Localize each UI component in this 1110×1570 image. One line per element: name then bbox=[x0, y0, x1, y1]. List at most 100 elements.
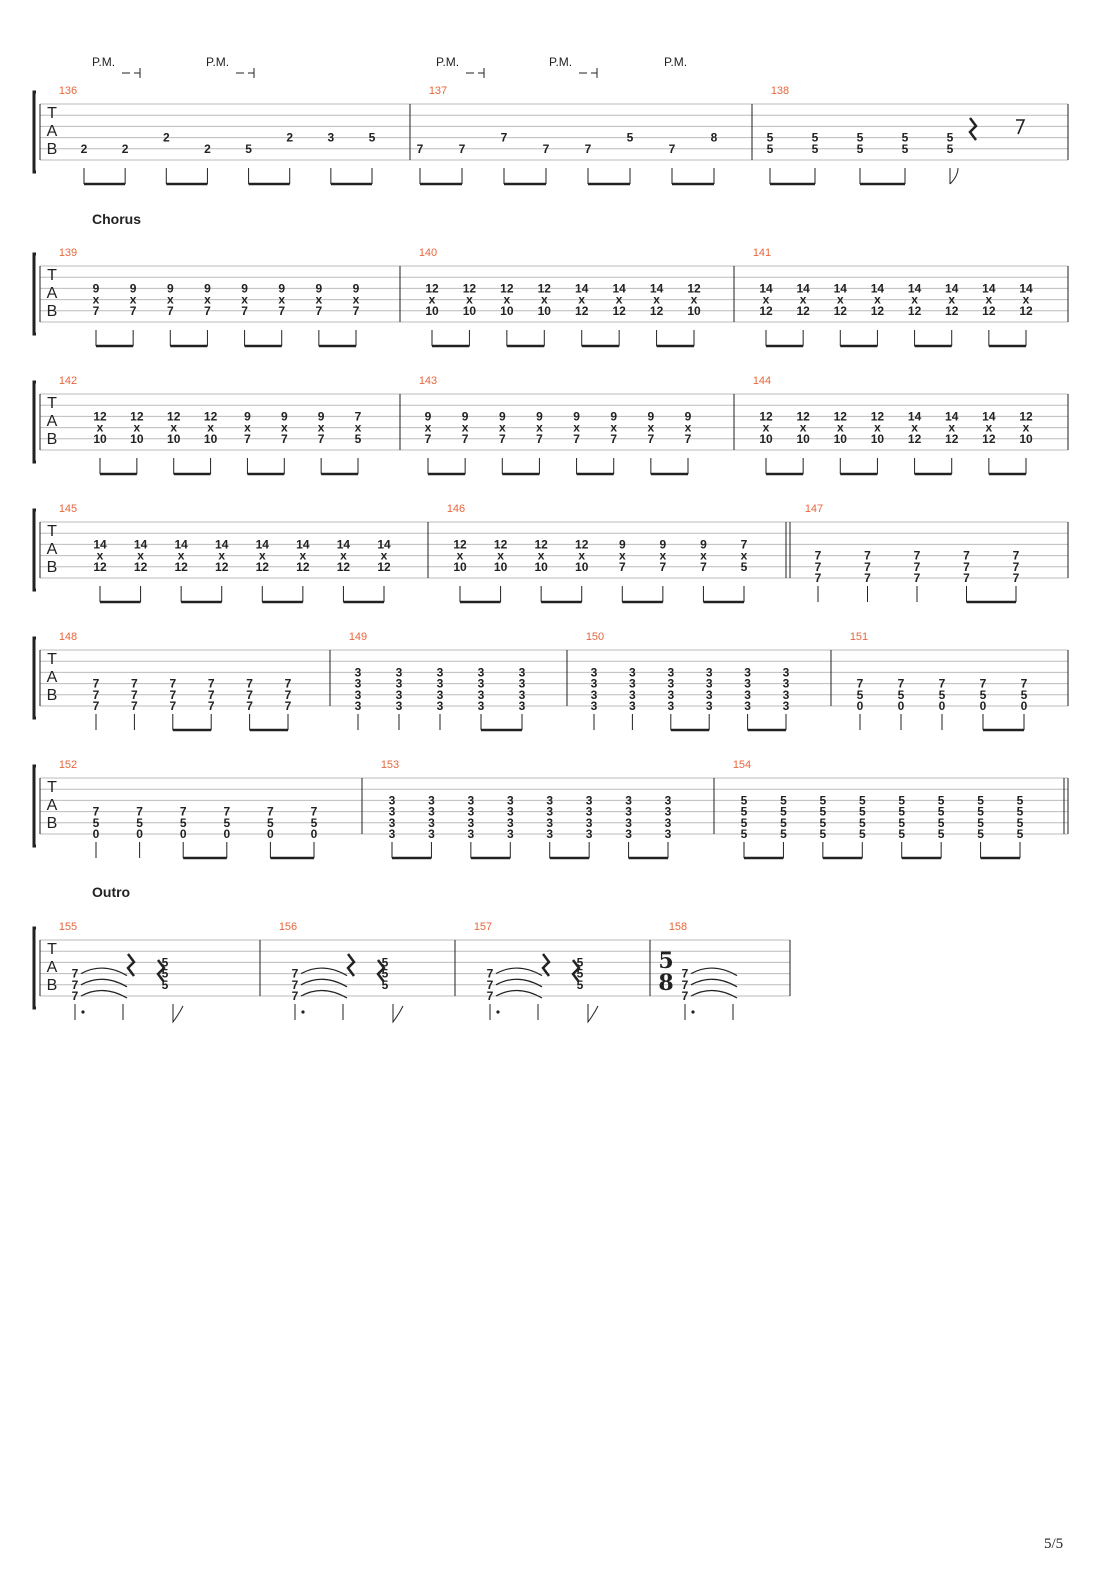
fret-number: 3 bbox=[507, 827, 514, 841]
fret-number: 14 bbox=[871, 281, 885, 295]
fret-number: 5 bbox=[741, 805, 748, 819]
measure-number: 141 bbox=[753, 247, 771, 259]
fret-number: 12 bbox=[538, 281, 552, 295]
fret-number: 9 bbox=[318, 409, 325, 423]
fret-number: 7 bbox=[72, 967, 79, 981]
quarter-rest bbox=[968, 117, 978, 141]
fret-number: 5 bbox=[902, 142, 909, 156]
dead-note: x bbox=[429, 293, 436, 307]
tab-clef-letter: T bbox=[47, 779, 57, 796]
measure-number: 153 bbox=[381, 759, 399, 771]
fret-number: 0 bbox=[857, 699, 864, 713]
measure-number: 137 bbox=[429, 85, 447, 97]
fret-number: 14 bbox=[93, 537, 107, 551]
measure-number: 136 bbox=[59, 85, 77, 97]
fret-number: 14 bbox=[908, 409, 922, 423]
fret-number: 3 bbox=[396, 677, 403, 691]
fret-number: 5 bbox=[162, 967, 169, 981]
fret-number: 5 bbox=[859, 805, 866, 819]
fret-number: 7 bbox=[292, 989, 299, 1003]
fret-number: 14 bbox=[650, 281, 664, 295]
fret-number: 7 bbox=[963, 571, 970, 585]
fret-number: 12 bbox=[215, 560, 229, 574]
fret-number: 10 bbox=[834, 432, 848, 446]
tie-arc bbox=[300, 989, 348, 999]
fret-number: 3 bbox=[591, 699, 598, 713]
fret-number: 3 bbox=[625, 827, 632, 841]
fret-number: 12 bbox=[500, 281, 514, 295]
dead-note: x bbox=[1023, 293, 1030, 307]
dead-note: x bbox=[763, 293, 770, 307]
fret-number: 3 bbox=[591, 677, 598, 691]
fret-number: 12 bbox=[759, 304, 773, 318]
dead-note: x bbox=[948, 421, 955, 435]
tab-clef-letter: A bbox=[47, 669, 58, 686]
fret-number: 3 bbox=[667, 665, 674, 679]
fret-number: 12 bbox=[453, 537, 467, 551]
fret-number: 14 bbox=[612, 281, 626, 295]
fret-number: 14 bbox=[377, 537, 391, 551]
measure-number: 138 bbox=[771, 85, 789, 97]
dead-note: x bbox=[167, 293, 174, 307]
dot bbox=[496, 1010, 500, 1014]
dead-note: x bbox=[578, 293, 585, 307]
fret-number: 12 bbox=[687, 281, 701, 295]
fret-number: 3 bbox=[706, 699, 713, 713]
fret-number: 7 bbox=[318, 432, 325, 446]
dot bbox=[81, 1010, 85, 1014]
fret-number: 7 bbox=[93, 699, 100, 713]
fret-number: 7 bbox=[72, 989, 79, 1003]
measure-number: 148 bbox=[59, 631, 77, 643]
measure-number: 145 bbox=[59, 503, 77, 515]
fret-number: 3 bbox=[665, 805, 672, 819]
fret-number: 3 bbox=[519, 699, 526, 713]
fret-number: 5 bbox=[741, 816, 748, 830]
fret-number: 14 bbox=[1019, 281, 1033, 295]
fret-number: 5 bbox=[577, 978, 584, 992]
fret-number: 3 bbox=[519, 688, 526, 702]
fret-number: 10 bbox=[500, 304, 514, 318]
tab-clef-letter: A bbox=[47, 285, 58, 302]
tab-clef-letter: B bbox=[47, 559, 58, 576]
fret-number: 7 bbox=[244, 432, 251, 446]
fret-number: 5 bbox=[1017, 805, 1024, 819]
dead-note: x bbox=[504, 293, 511, 307]
fret-number: 5 bbox=[938, 827, 945, 841]
fret-number: 5 bbox=[938, 793, 945, 807]
fret-number: 7 bbox=[285, 699, 292, 713]
fret-number: 7 bbox=[864, 571, 871, 585]
fret-number: 7 bbox=[700, 560, 707, 574]
fret-number: 9 bbox=[660, 537, 667, 551]
fret-number: 5 bbox=[1017, 827, 1024, 841]
fret-number: 0 bbox=[311, 827, 318, 841]
dead-note: x bbox=[241, 293, 248, 307]
fret-number: 5 bbox=[898, 793, 905, 807]
fret-number: 3 bbox=[355, 665, 362, 679]
measure-number: 154 bbox=[733, 759, 751, 771]
fret-number: 7 bbox=[169, 677, 176, 691]
fret-number: 7 bbox=[204, 304, 211, 318]
quarter-rest bbox=[346, 953, 356, 977]
fret-number: 14 bbox=[256, 537, 270, 551]
fret-number: 7 bbox=[857, 677, 864, 691]
fret-number: 7 bbox=[914, 560, 921, 574]
tab-clef-letter: B bbox=[47, 431, 58, 448]
fret-number: 3 bbox=[478, 677, 485, 691]
tie-arc bbox=[690, 989, 738, 999]
palm-mute-extension bbox=[579, 68, 598, 78]
measure-number: 146 bbox=[447, 503, 465, 515]
fret-number: 12 bbox=[908, 432, 922, 446]
fret-number: 5 bbox=[741, 827, 748, 841]
fret-number: 3 bbox=[783, 688, 790, 702]
tab-clef-letter: A bbox=[47, 541, 58, 558]
tab-clef-letter: B bbox=[47, 687, 58, 704]
dead-note: x bbox=[353, 293, 360, 307]
fret-number: 12 bbox=[612, 304, 626, 318]
fret-number: 7 bbox=[208, 699, 215, 713]
fret-number: 3 bbox=[478, 699, 485, 713]
fret-number: 14 bbox=[908, 281, 922, 295]
fret-number: 5 bbox=[859, 827, 866, 841]
fret-number: 3 bbox=[396, 665, 403, 679]
fret-number: 3 bbox=[546, 805, 553, 819]
fret-number: 5 bbox=[898, 827, 905, 841]
